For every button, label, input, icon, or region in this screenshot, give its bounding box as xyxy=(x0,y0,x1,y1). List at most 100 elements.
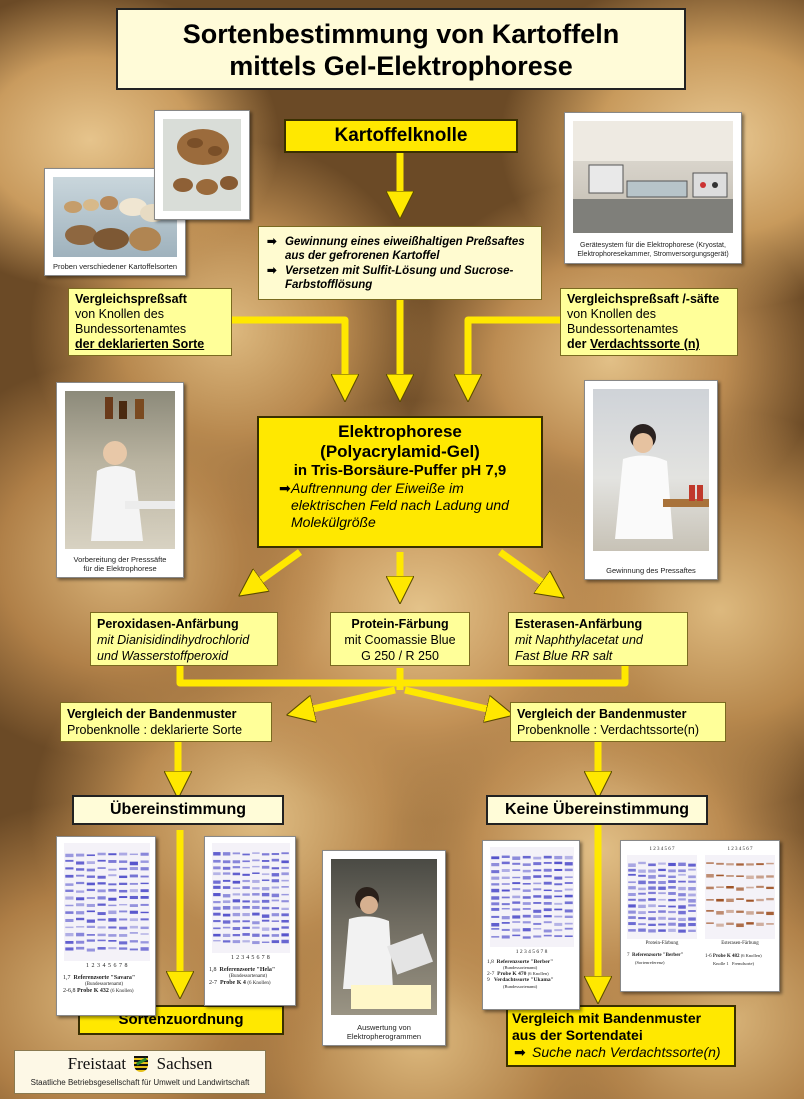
gel-band xyxy=(746,863,754,866)
potato-samples-illustration xyxy=(64,196,166,251)
gel-band xyxy=(491,935,500,938)
gel-band xyxy=(533,915,542,918)
gel-band xyxy=(543,921,552,924)
gel-band xyxy=(533,895,542,898)
gel-band xyxy=(261,860,270,862)
gel-band xyxy=(554,915,563,918)
gel-band xyxy=(564,901,573,905)
gel-band xyxy=(242,886,250,889)
gel-band xyxy=(533,922,542,925)
gel-band xyxy=(252,941,260,945)
gel-band xyxy=(491,876,500,880)
gel-1-ref-label: Referenzsorte "Savara" xyxy=(73,974,136,981)
gel-band xyxy=(108,934,117,937)
arrow-merge-right xyxy=(404,686,500,712)
ref-left-line2: von Knollen des xyxy=(75,307,164,321)
arrow-refright-electro xyxy=(468,316,560,388)
gel-1-ref: 1,7 Referenzsorte "Savara" xyxy=(63,975,151,983)
gel-image-3: 1 2 3 4 5 6 7 8 1,8 Referenzsorte "Berbe… xyxy=(482,840,580,1010)
gel-band xyxy=(668,917,676,921)
gel-band xyxy=(658,874,666,877)
gel-band xyxy=(648,891,656,895)
ref-left-line3: Bundessortenamtes xyxy=(75,322,187,336)
eval-caption-1: Auswertung von xyxy=(357,1023,411,1032)
gel-band xyxy=(628,898,636,901)
step-1-text: Gewinnung eines eiweißhaltigen Preßsafte… xyxy=(285,236,525,263)
gel-band xyxy=(252,887,260,890)
gel-band xyxy=(281,933,289,937)
ref-right-line4: der Verdachtssorte (n) xyxy=(567,337,731,352)
ref-left-line4: der deklarierten Sorte xyxy=(75,337,205,351)
gel-band xyxy=(97,926,106,929)
gel-band xyxy=(628,886,636,890)
gel-band xyxy=(543,868,552,872)
gel-4-r-sub3: Fremdsorte) xyxy=(732,960,754,966)
gel-3-l3: 9 Verdachtssorte "Ukama" xyxy=(487,977,576,984)
gel-band xyxy=(108,874,117,877)
gel-3-l1-sub: (Bundessortenamt) xyxy=(503,965,538,971)
gel-band xyxy=(706,862,714,864)
gel-band xyxy=(501,889,510,892)
gel-1-probe-label: Probe K 432 xyxy=(77,988,109,995)
gel-band xyxy=(119,903,128,906)
gel-band xyxy=(140,860,149,863)
gel-band xyxy=(97,947,106,950)
gel-band xyxy=(658,898,666,901)
gel-band xyxy=(688,880,696,883)
gel-band xyxy=(501,896,510,899)
database-line-1: Vergleich mit Bandenmuster xyxy=(512,1010,702,1026)
gel-band xyxy=(726,922,734,925)
juice-extraction-illustration xyxy=(615,424,709,539)
gel-band xyxy=(261,914,270,918)
gel-band xyxy=(232,852,241,855)
gel-band xyxy=(119,918,128,921)
gel-band xyxy=(554,929,563,932)
gel-band xyxy=(252,926,260,929)
juice-caption: Gewinnung des Pressaftes xyxy=(606,566,696,575)
gel-band xyxy=(119,889,128,893)
gel-band xyxy=(688,875,696,879)
gel-band xyxy=(140,933,149,935)
gel-band xyxy=(86,903,95,907)
gel-band xyxy=(716,886,724,888)
gel-band xyxy=(638,904,646,909)
gel-band xyxy=(140,903,149,906)
gel-band xyxy=(86,919,95,923)
gel-band xyxy=(261,865,270,869)
photo-juice-preparation: Vorbereitung der Presssäfte für die Elek… xyxy=(56,382,184,578)
gel-band xyxy=(222,913,231,917)
photo-juice-extraction: Gewinnung des Pressaftes xyxy=(584,380,718,580)
compare-left-box: Vergleich der Bandenmuster Probenknolle … xyxy=(60,702,272,742)
gel-band xyxy=(628,873,636,876)
gel-band xyxy=(213,927,221,930)
gel-1-ref-sub: (Bundessortenamt) xyxy=(85,982,124,987)
gel-4-r-label: Probe K 482 xyxy=(712,954,740,959)
gel-4-l-label: Referenzsorte "Berber" xyxy=(632,953,684,958)
prep-caption-1: Vorbereitung der Presssäfte xyxy=(73,555,167,564)
reference-right-box: Vergleichspreßsaft /-säfte von Knollen d… xyxy=(560,288,738,356)
gel-band xyxy=(232,880,241,884)
gel-band xyxy=(554,883,563,886)
gel-band xyxy=(108,947,117,950)
gel-band xyxy=(97,918,106,921)
database-line-2: aus der Sortendatei xyxy=(512,1027,643,1043)
gel-band xyxy=(108,883,117,886)
gel-band xyxy=(746,875,754,880)
step-1: ➡ Gewinnung eines eiweißhaltigen Preßsaf… xyxy=(267,235,535,264)
gel-band xyxy=(76,897,85,901)
gel-band xyxy=(658,916,666,920)
gel-3-l1: 1,8 Referenzsorte "Berber" xyxy=(487,959,576,966)
compare-right-box: Vergleich der Bandenmuster Probenknolle … xyxy=(510,702,726,742)
gel-band xyxy=(564,915,573,919)
gel-band xyxy=(232,872,241,876)
gel-band xyxy=(533,869,542,872)
gel-band xyxy=(564,876,573,879)
gel-band xyxy=(129,889,138,893)
gel-band xyxy=(129,882,138,885)
gel-band xyxy=(522,876,531,880)
footer-brand: Freistaat Sachsen xyxy=(15,1054,265,1074)
gel-band xyxy=(501,861,510,865)
electrophoresis-box: Elektrophorese (Polyacrylamid-Gel) in Tr… xyxy=(257,416,543,548)
gel-band xyxy=(726,898,734,903)
